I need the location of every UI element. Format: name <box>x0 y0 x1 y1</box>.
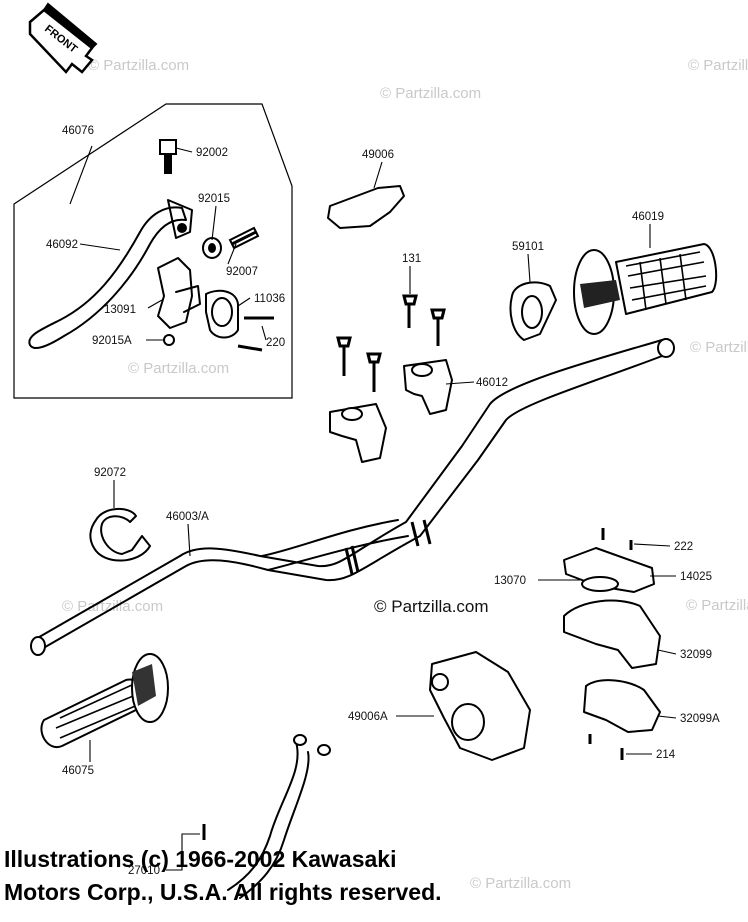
part-label: 92002 <box>196 147 228 159</box>
footer-line-2: Motors Corp., U.S.A. All rights reserved… <box>4 879 442 905</box>
band-92072 <box>89 508 151 562</box>
footer-line-1: Illustrations (c) 1966-2002 Kawasaki <box>4 846 397 872</box>
leader-lines <box>69 145 677 871</box>
part-label: 222 <box>674 541 693 553</box>
switch-housing-14025 <box>563 547 655 593</box>
screws-222-214 <box>588 528 633 760</box>
part-label: 92015 <box>198 193 230 205</box>
handlebar-46003A <box>30 338 675 656</box>
part-label: 92015A <box>92 335 132 347</box>
copyright-center: © Partzilla.com <box>374 597 489 616</box>
part-label: 46076 <box>62 125 94 137</box>
part-label: 46075 <box>62 765 94 777</box>
watermark: © Partzilla.com <box>688 57 748 74</box>
lever-assembly-outline <box>13 103 293 399</box>
throttle-collar-59101 <box>509 281 557 341</box>
watermark: © Partzilla.com <box>380 85 481 102</box>
part-label: 49006A <box>348 711 388 723</box>
throttle-cover-49006 <box>327 185 405 229</box>
part-label: 92072 <box>94 467 126 479</box>
switch-housing-32099A <box>583 679 661 733</box>
part-label: 131 <box>402 253 421 265</box>
bolt-92002 <box>159 139 177 174</box>
throttle-housing-49006A <box>429 651 531 761</box>
part-label: 32099A <box>680 713 720 725</box>
washer-92015A <box>163 334 175 346</box>
watermark: © Partzilla.com <box>128 360 229 377</box>
wire-harness-27010 <box>202 734 331 899</box>
switch-housing-32099 <box>563 599 661 669</box>
watermark: © Partzilla.com <box>690 339 748 356</box>
part-label: 214 <box>656 749 676 761</box>
clutch-lever <box>28 199 193 349</box>
nut-92015 <box>202 237 222 259</box>
front-arrow-icon: FRONT <box>28 2 98 74</box>
grip-46075 <box>40 653 169 749</box>
part-label: 220 <box>266 337 285 349</box>
watermark-group: © Partzilla.com © Partzilla.com © Partzi… <box>62 57 748 892</box>
part-label: 46092 <box>46 239 78 251</box>
screw-92007 <box>228 226 260 250</box>
part-label: 14025 <box>680 571 712 583</box>
part-label: 46012 <box>476 377 508 389</box>
watermark: © Partzilla.com <box>686 597 748 614</box>
clamp-11036 <box>205 289 274 352</box>
part-label: 92007 <box>226 266 258 278</box>
watermark: © Partzilla.com <box>62 598 163 615</box>
part-label: 13091 <box>104 304 136 316</box>
part-label: 11036 <box>254 293 285 305</box>
grip-46019 <box>573 243 718 335</box>
part-label: 13070 <box>494 575 526 587</box>
part-labels: 46076 92002 92015 46092 92007 13091 1103… <box>46 125 720 877</box>
lever-bracket-13091 <box>157 257 201 329</box>
part-label: 46003/A <box>166 511 209 523</box>
handlebar-holders-46012 <box>329 359 453 463</box>
part-label: 27010 <box>128 865 160 877</box>
part-label: 46019 <box>632 211 664 223</box>
watermark: © Partzilla.com <box>88 57 189 74</box>
watermark: © Partzilla.com <box>470 875 571 892</box>
part-label: 59101 <box>512 241 544 253</box>
part-label: 49006 <box>362 149 394 161</box>
part-label: 32099 <box>680 649 712 661</box>
bolts-131 <box>336 294 446 392</box>
